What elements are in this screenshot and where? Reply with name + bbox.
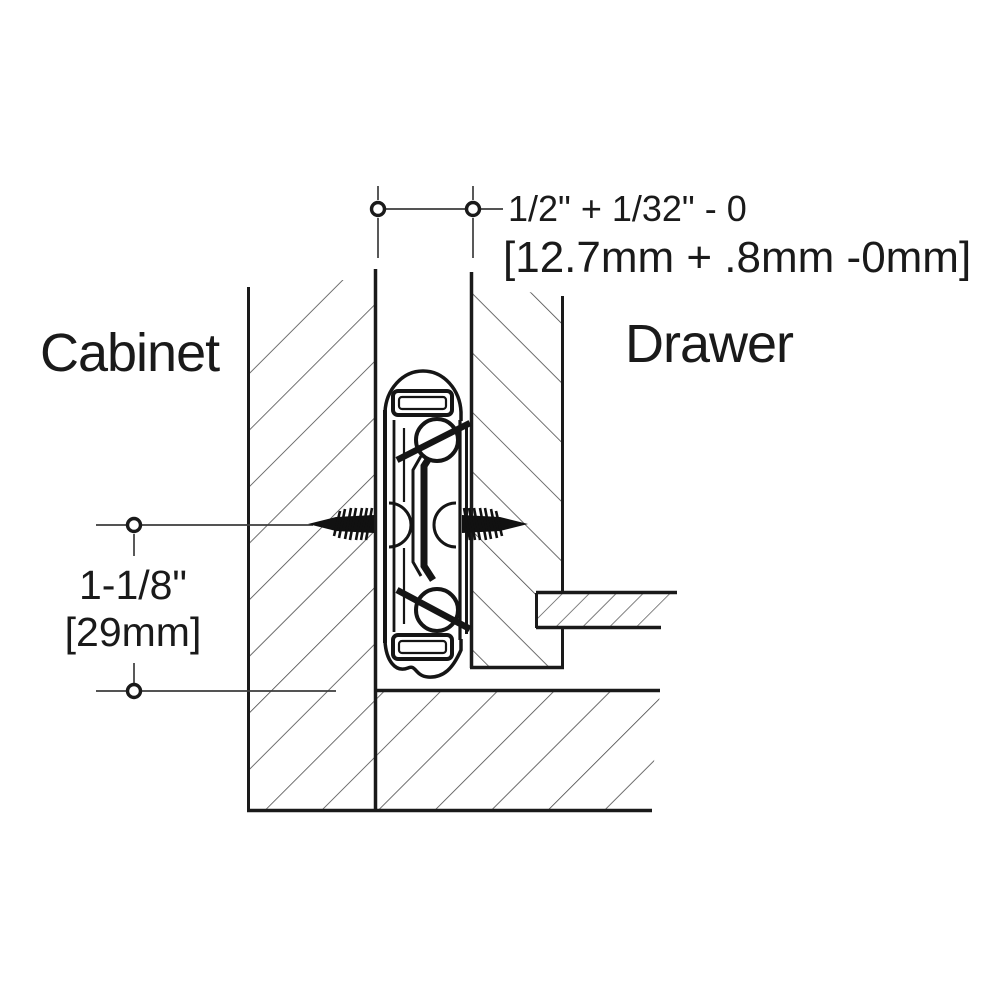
cabinet-bottom-hatch [377,691,660,810]
dimension-marker-circle [125,516,143,534]
slide-ball-retainer-bottom [395,587,472,632]
dimension-top-metric-text: [12.7mm + .8mm -0mm] [503,233,971,282]
dimension-marker-circle [125,682,143,700]
slide-intermediate-member [420,450,436,582]
drawer-side-section [469,272,564,670]
dimension-marker-circle [369,200,387,218]
drawer-bottom-section [535,590,677,630]
slide-ball-retainer-top [395,420,472,463]
drawer-label: Drawer [625,314,794,374]
mounting-screw-left [308,507,374,541]
slide-top-flange-inner [397,395,448,411]
slide-bottom-profile [383,639,463,679]
cabinet-bottom-section [247,688,660,813]
mounting-screw-right [462,507,528,541]
dimension-left [96,516,336,700]
dimension-top-imperial-text: 1/2" + 1/32" - 0 [508,188,747,229]
slide-top-profile [383,369,463,421]
drawer-side-hatch [472,278,562,667]
cabinet-wall-section [247,269,378,810]
cabinet-label: Cabinet [40,323,220,383]
slide-screw-hole-left [388,501,413,549]
cabinet-wall-hatch [249,280,376,810]
screw-threads [332,507,374,541]
slide-bottom-flange [391,633,454,661]
slide-bottom-flange-inner [397,639,448,655]
dimension-left-metric-text: [29mm] [65,609,202,655]
drawer-slide-assembly [383,369,472,679]
dimension-top [369,186,503,258]
slide-intermediate-member-face [411,455,423,577]
slide-top-flange [391,389,454,417]
dimension-marker-circle [464,200,482,218]
screw-threads [462,507,504,541]
dimension-left-imperial-text: 1-1/8" [79,562,187,608]
drawer-bottom-hatch [537,594,676,627]
slide-screw-hole-right [432,501,457,549]
